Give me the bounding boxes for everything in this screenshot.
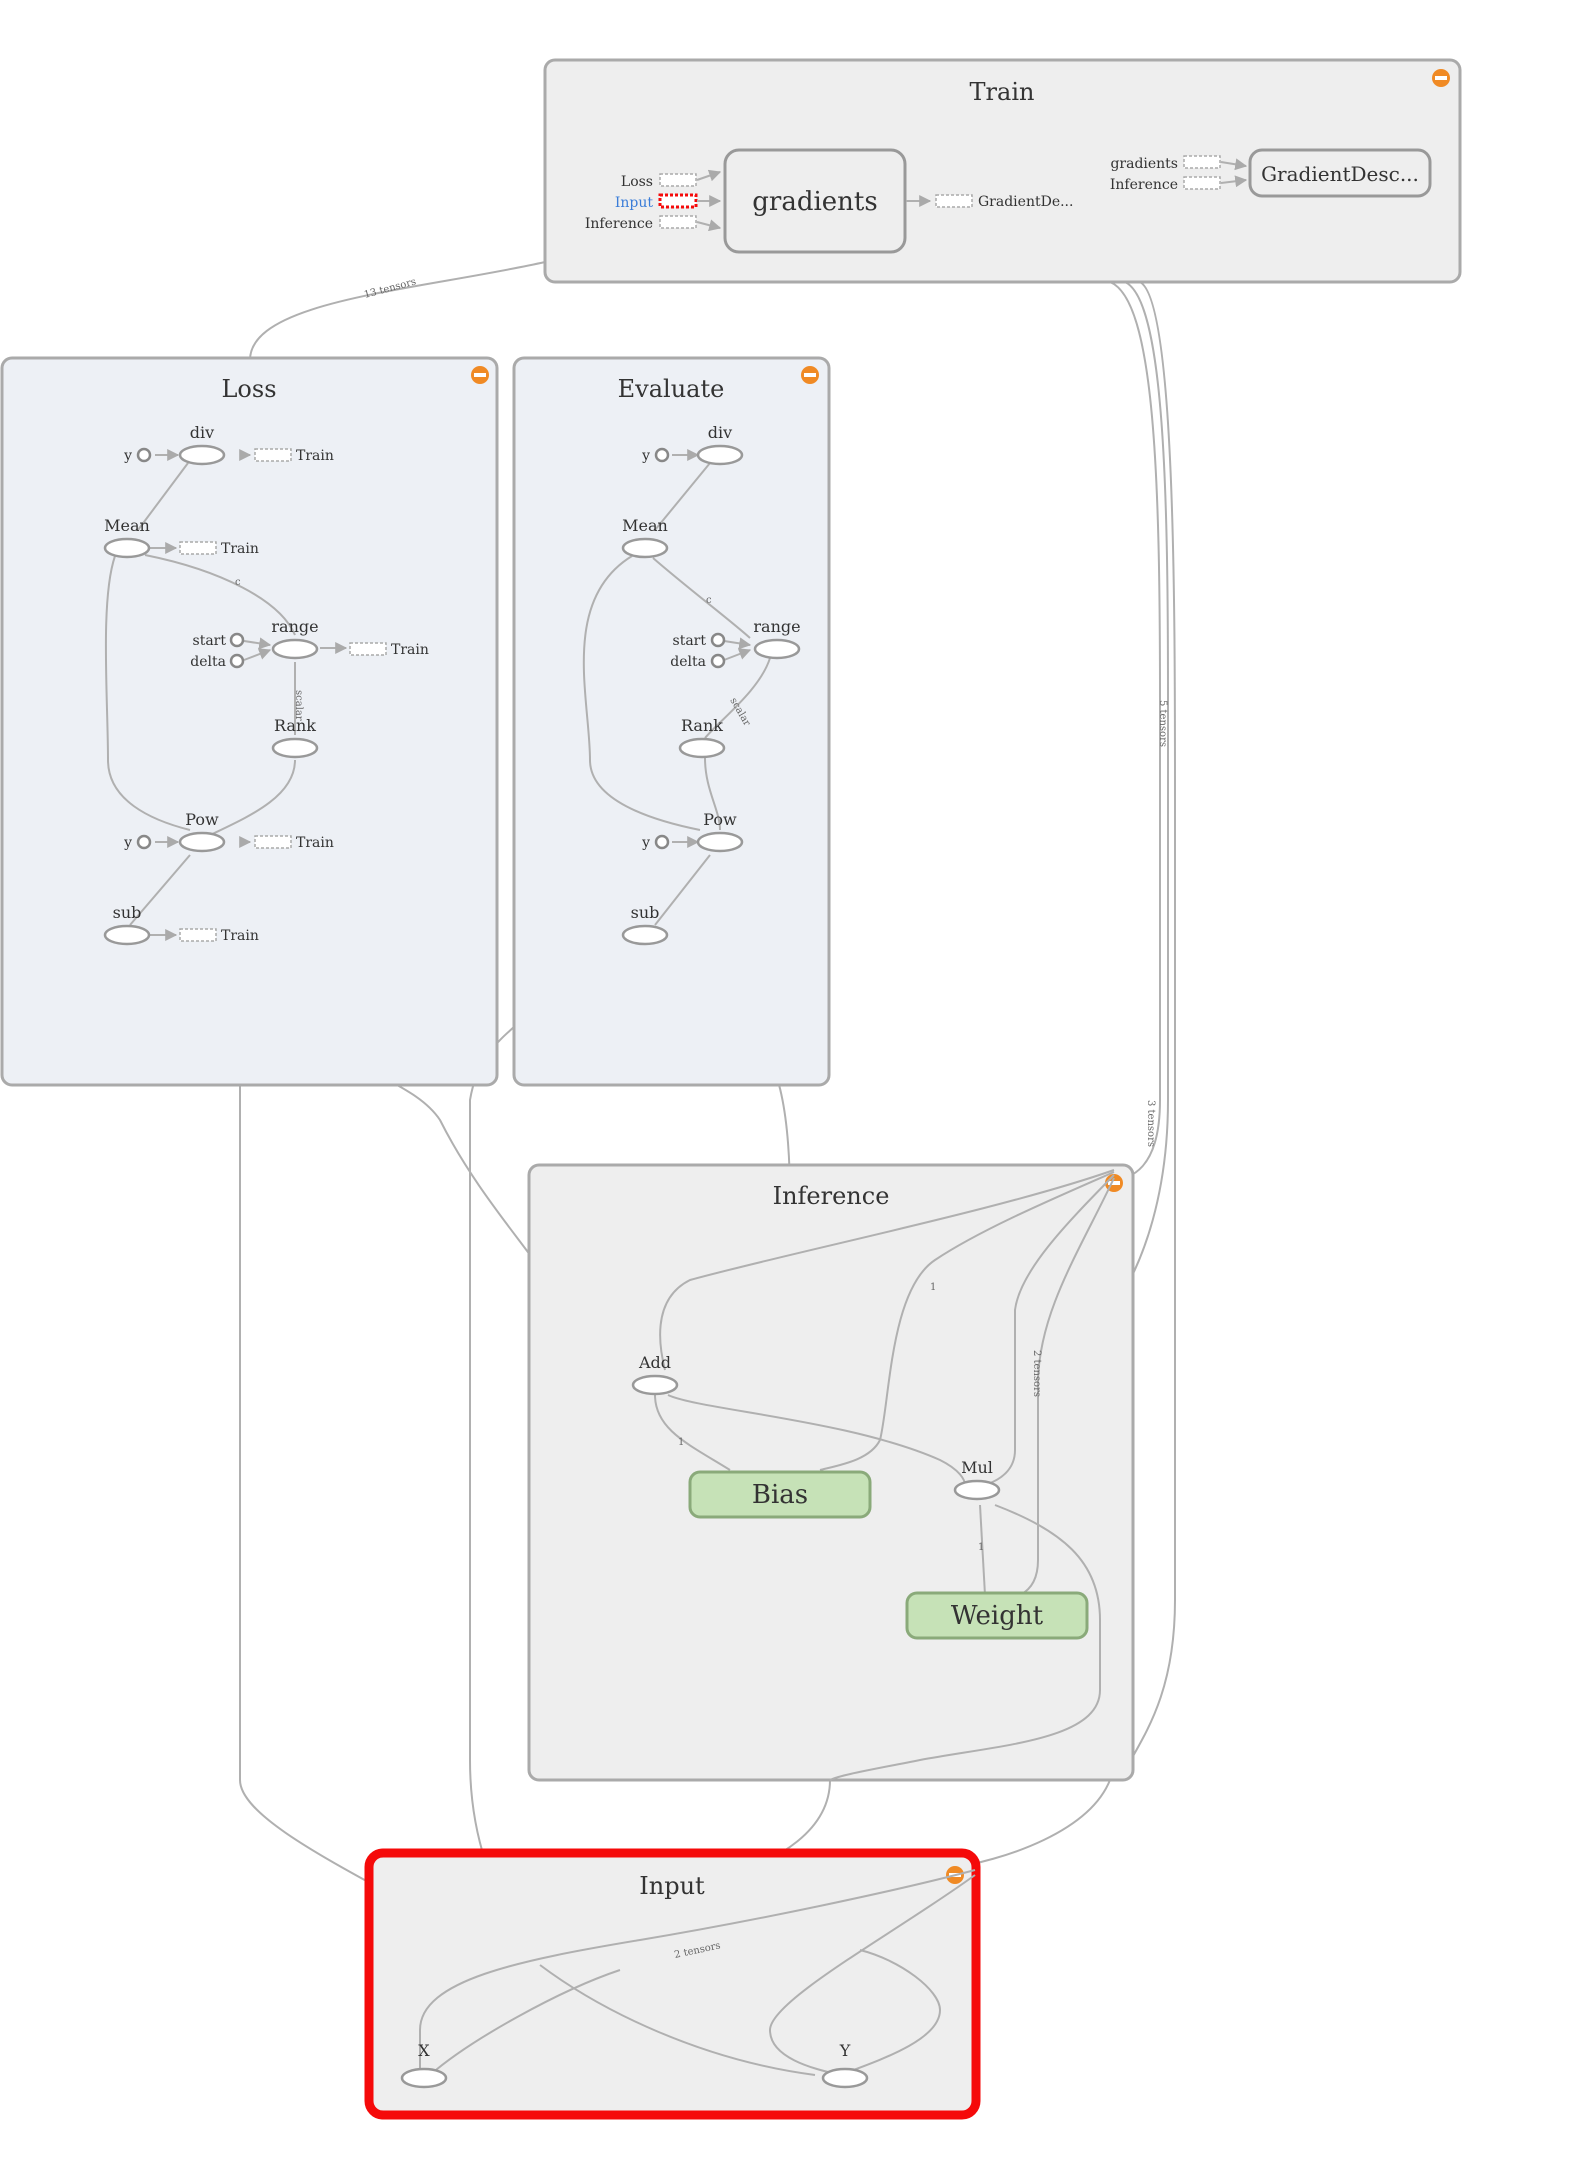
input-x-label: X — [418, 2041, 430, 2060]
evaluate-mean-node[interactable] — [621, 537, 669, 559]
collapse-icon[interactable] — [471, 366, 489, 384]
loss-rank-node[interactable] — [271, 737, 319, 759]
input-group[interactable]: Input 2 tensors X Y — [364, 1848, 981, 2120]
gradients-label: gradients — [752, 187, 877, 217]
edge-label-13-tensors: 13 tensors — [363, 276, 417, 300]
loss-y1-label: y — [123, 448, 132, 464]
loss-pow-label: Pow — [185, 810, 219, 829]
evaluate-edge-c: c — [706, 595, 712, 606]
evaluate-rank-node[interactable] — [678, 737, 726, 759]
loss-edge-scalar: scalar — [293, 690, 304, 721]
collapse-icon[interactable] — [1432, 69, 1450, 87]
evaluate-range-node[interactable] — [753, 638, 801, 660]
evaluate-div-node[interactable] — [696, 444, 744, 466]
loss-range-label: range — [271, 617, 318, 636]
train-group[interactable]: Train gradients Loss Input Inference Gra… — [543, 58, 1462, 284]
loss-train2-label: Train — [221, 541, 259, 557]
evaluate-group[interactable]: Evaluate c scalar div y Mean range start… — [512, 356, 831, 1087]
input-title: Input — [639, 1872, 705, 1900]
weight-node[interactable] — [905, 1591, 1089, 1640]
inference-edge-1b: 1 — [678, 1437, 684, 1448]
inference-edge-2tensors: 2 tensors — [1031, 1350, 1042, 1397]
gradient-descent-node[interactable] — [1248, 148, 1432, 198]
gd-in-inference-label: Inference — [1110, 177, 1178, 193]
train-title: Train — [970, 78, 1035, 106]
inference-edge-1a: 1 — [930, 1282, 936, 1293]
inference-add-label: Add — [638, 1353, 671, 1372]
evaluate-sub-node[interactable] — [621, 924, 669, 946]
evaluate-delta-label: delta — [670, 654, 706, 670]
loss-title: Loss — [221, 375, 276, 403]
loss-train5-label: Train — [221, 928, 259, 944]
gd-in-gradients-label: gradients — [1110, 156, 1178, 172]
evaluate-div-label: div — [708, 423, 732, 442]
loss-pow-node[interactable] — [178, 831, 226, 853]
loss-rank-label: Rank — [274, 716, 316, 735]
loss-train1-label: Train — [296, 448, 334, 464]
inference-title: Inference — [773, 1182, 890, 1210]
loss-group[interactable]: Loss c scalar div y Train Mean Train — [0, 356, 499, 1087]
out-gd-label: GradientDe... — [978, 194, 1073, 210]
evaluate-y2-label: y — [641, 835, 650, 851]
evaluate-rank-label: Rank — [681, 716, 723, 735]
weight-label: Weight — [951, 1601, 1044, 1631]
loss-train3-label: Train — [391, 642, 429, 658]
edge-label-3-tensors: 3 tensors — [1145, 1100, 1156, 1147]
loss-sub-node[interactable] — [103, 924, 151, 946]
gradients-node[interactable] — [723, 148, 907, 254]
input-y-label: Y — [839, 2041, 851, 2060]
edge-label-5-tensors: 5 tensors — [1157, 700, 1168, 747]
in-loss-label: Loss — [621, 174, 653, 190]
bias-node[interactable] — [688, 1470, 872, 1519]
in-inference-label: Inference — [585, 216, 653, 232]
inference-mul-label: Mul — [961, 1458, 993, 1477]
inference-mul-node[interactable] — [953, 1479, 1001, 1501]
loss-delta-label: delta — [190, 654, 226, 670]
gd-label: GradientDesc... — [1261, 162, 1419, 186]
input-y-node[interactable] — [821, 2067, 869, 2089]
inference-group[interactable]: Inference 1 2 tensors 1 1 Add Mul Bias W… — [527, 1163, 1135, 1782]
evaluate-title: Evaluate — [618, 375, 725, 403]
evaluate-mean-label: Mean — [622, 516, 668, 535]
evaluate-sub-label: sub — [631, 903, 660, 922]
inference-edge-1c: 1 — [978, 1542, 984, 1553]
loss-div-label: div — [190, 423, 214, 442]
loss-y2-label: y — [123, 835, 132, 851]
loss-range-node[interactable] — [271, 638, 319, 660]
inference-add-node[interactable] — [631, 1374, 679, 1396]
loss-train4-label: Train — [296, 835, 334, 851]
evaluate-range-label: range — [753, 617, 800, 636]
loss-div-node[interactable] — [178, 444, 226, 466]
loss-edge-c: c — [235, 577, 241, 588]
loss-sub-label: sub — [113, 903, 142, 922]
in-input-label: Input — [615, 195, 654, 211]
bias-label: Bias — [752, 1480, 808, 1510]
evaluate-start-label: start — [673, 633, 707, 649]
collapse-icon[interactable] — [801, 366, 819, 384]
loss-start-label: start — [193, 633, 227, 649]
evaluate-y1-label: y — [641, 448, 650, 464]
input-x-node[interactable] — [400, 2067, 448, 2089]
loss-mean-label: Mean — [104, 516, 150, 535]
loss-mean-node[interactable] — [103, 537, 151, 559]
evaluate-pow-label: Pow — [703, 810, 737, 829]
evaluate-pow-node[interactable] — [696, 831, 744, 853]
